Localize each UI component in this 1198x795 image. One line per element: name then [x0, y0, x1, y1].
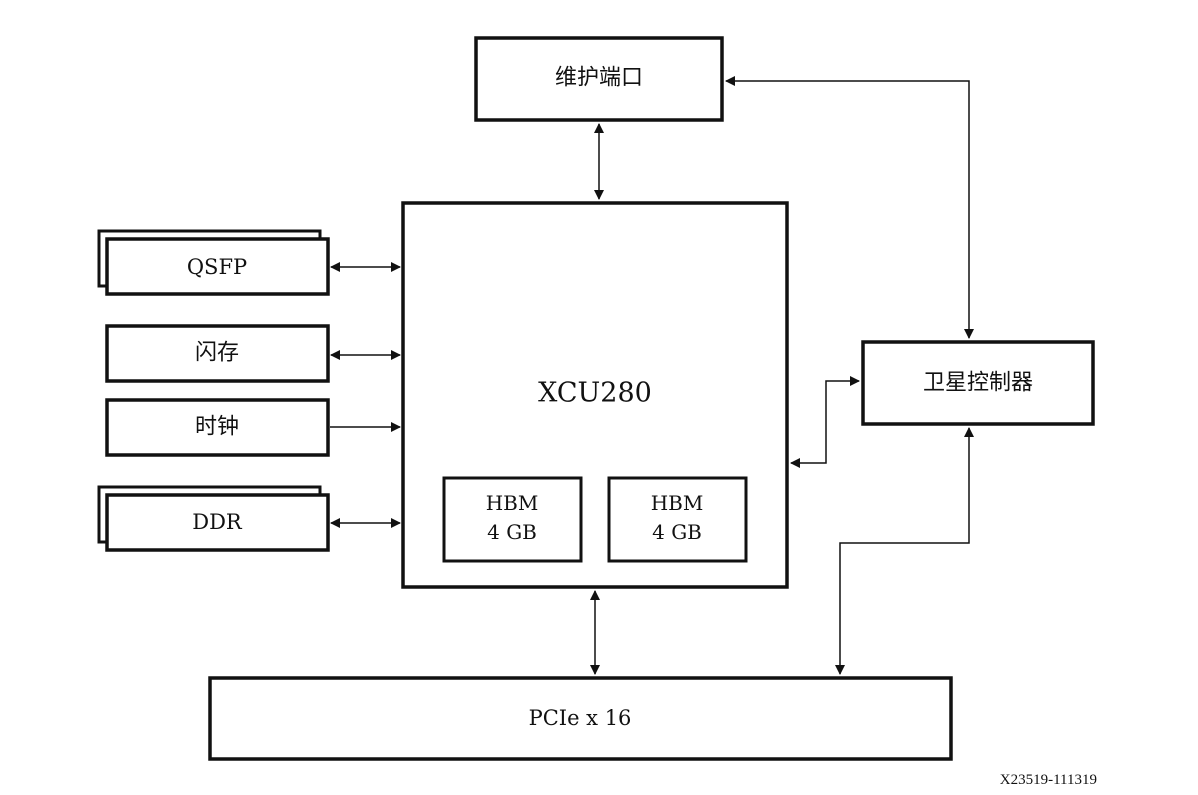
fpga-label: XCU280 [538, 378, 652, 409]
ddr-label: DDR [192, 510, 243, 534]
hbm-right-block: HBM 4 GB [607, 476, 748, 563]
ddr-block: DDR [97, 485, 330, 552]
clock-label: 时钟 [195, 415, 239, 440]
link-maintenance-satellite [725, 76, 974, 339]
hbm-left-block: HBM 4 GB [442, 476, 583, 563]
maintenance-port-label: 维护端口 [555, 66, 643, 91]
satellite-controller-label: 卫星控制器 [923, 371, 1033, 396]
link-fpga-satellite [790, 376, 860, 468]
hbm-left-line1: HBM [486, 491, 539, 515]
flash-label: 闪存 [195, 341, 239, 366]
satellite-controller-block: 卫星控制器 [861, 340, 1095, 426]
pcie-label: PCIe x 16 [529, 706, 632, 730]
flash-block: 闪存 [105, 324, 330, 383]
link-satellite-pcie [835, 427, 974, 675]
pcie-block: PCIe x 16 [208, 676, 953, 761]
clock-block: 时钟 [105, 398, 330, 457]
maintenance-port-block: 维护端口 [474, 36, 724, 122]
figure-id: X23519-111319 [1000, 772, 1097, 788]
qsfp-label: QSFP [187, 255, 247, 279]
hbm-right-line1: HBM [651, 491, 704, 515]
qsfp-block: QSFP [97, 229, 330, 296]
hbm-left-line2: 4 GB [487, 520, 537, 544]
hbm-right-line2: 4 GB [652, 520, 702, 544]
